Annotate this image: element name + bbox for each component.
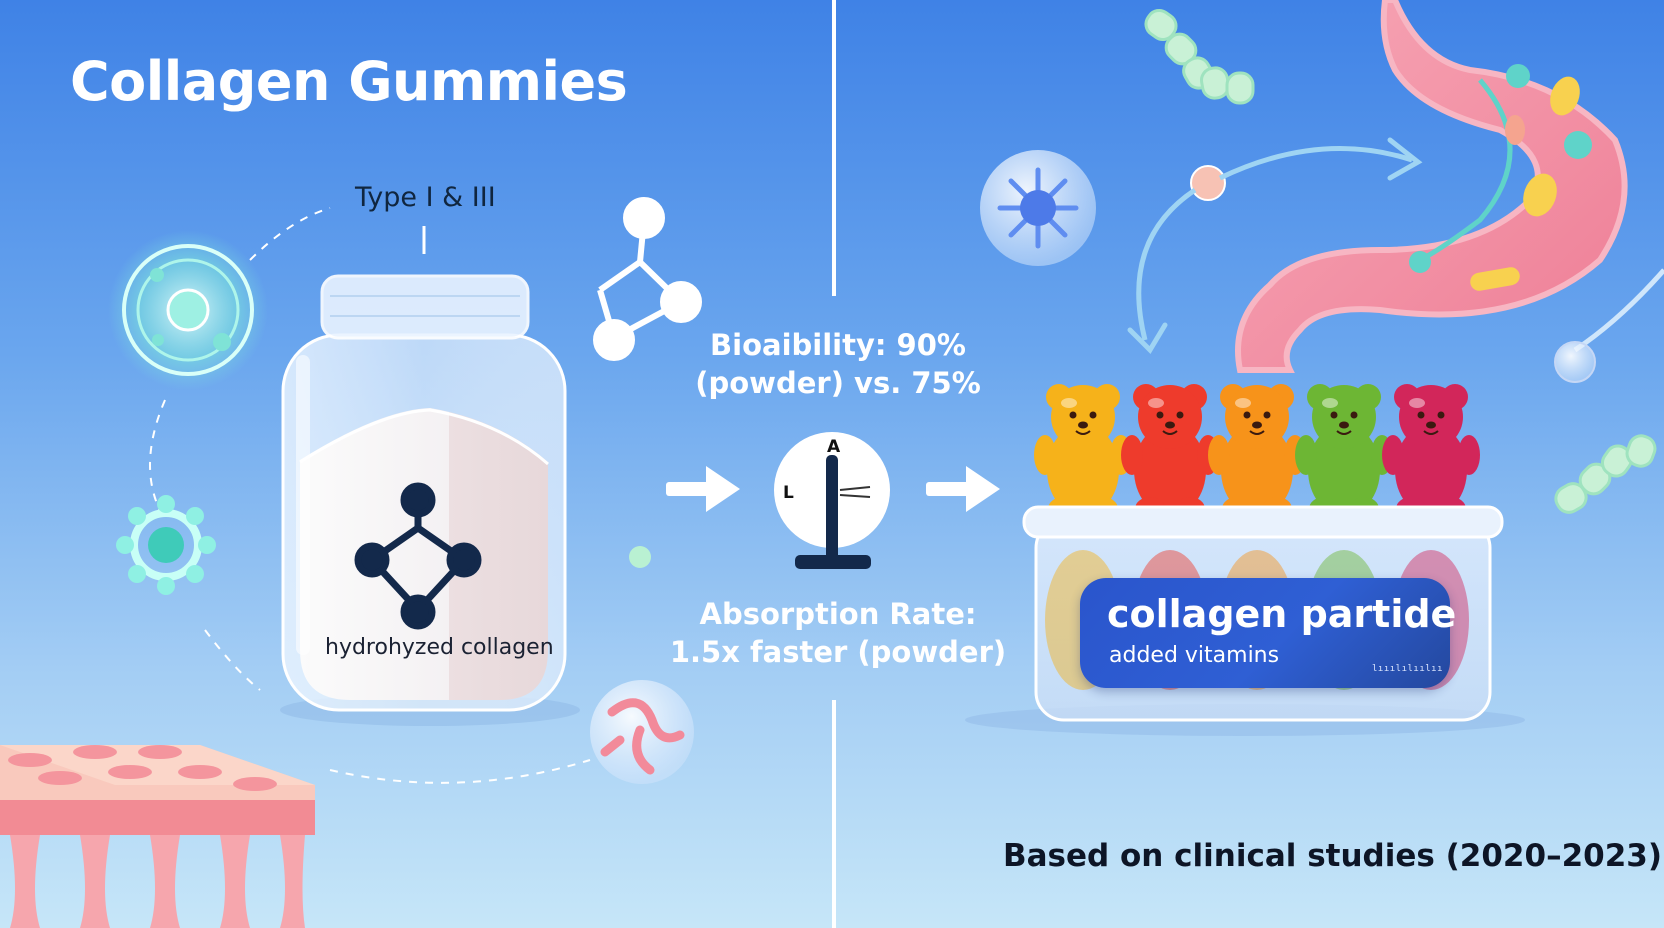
connector-line xyxy=(1573,268,1664,353)
bacteria-icon xyxy=(1144,8,1255,105)
absorption-line-1: Absorption Rate: xyxy=(699,597,977,631)
gummy-label-subtitle: added vitamins xyxy=(1109,643,1280,668)
gummy-bear-icon xyxy=(1034,384,1132,521)
dashed-connector xyxy=(329,759,591,784)
glowing-cell-icon xyxy=(108,230,268,390)
dot-icon xyxy=(629,546,651,568)
virus-bubble-icon xyxy=(980,150,1096,266)
curved-arrow xyxy=(1218,145,1413,181)
gauge-top-label: A xyxy=(827,437,841,457)
page-title: Collagen Gummies xyxy=(70,50,628,113)
balance-gauge-icon xyxy=(774,432,890,569)
dot-icon xyxy=(1554,341,1596,383)
bioavailability-stat: Bioaibility: 90% (powder) vs. 75% xyxy=(668,326,1008,402)
gummy-label-card xyxy=(1080,578,1450,688)
gummy-bear-icon xyxy=(1121,384,1219,521)
gummy-bear-icon xyxy=(1208,384,1306,521)
arrow-right-icon xyxy=(926,466,1000,512)
gummy-label-title: collagen partide xyxy=(1107,592,1457,636)
footnote: Based on clinical studies (2020–2023) xyxy=(1003,838,1663,874)
dot-icon xyxy=(1190,165,1226,201)
bioavailability-line-1: Bioaibility: 90% xyxy=(710,328,966,362)
absorption-stat: Absorption Rate: 1.5x faster (powder) xyxy=(668,595,1008,671)
dashed-connector xyxy=(249,207,331,261)
arrow-right-icon xyxy=(666,466,740,512)
protein-bubble-icon xyxy=(590,680,694,784)
arrow-head-icon xyxy=(1127,322,1168,355)
flower-cell-icon xyxy=(116,495,216,595)
gummy-bears xyxy=(1034,384,1480,521)
arrow-head-icon xyxy=(1387,137,1423,181)
gummy-bear-icon xyxy=(1295,384,1393,521)
collagen-type-label: Type I & III xyxy=(355,182,496,213)
stomach-icon xyxy=(1235,0,1628,373)
container-rim xyxy=(1022,505,1504,539)
skin-layer-icon xyxy=(0,745,315,928)
gummy-bear-icon xyxy=(1382,384,1480,521)
gauge-left-label: L xyxy=(783,483,794,503)
molecule-outline-icon xyxy=(593,197,702,361)
bioavailability-line-2: (powder) vs. 75% xyxy=(695,366,981,400)
dashed-connector xyxy=(204,629,261,691)
curved-arrow xyxy=(1136,187,1197,341)
collagen-powder-jar xyxy=(280,274,580,726)
absorption-line-2: 1.5x faster (powder) xyxy=(669,635,1007,669)
bacteria-icon xyxy=(1554,434,1657,514)
jar-label: hydrohyzed collagen xyxy=(325,635,554,660)
gummy-label-barcode: lııılılıılıı xyxy=(1372,664,1444,674)
molecule-icon xyxy=(354,482,482,630)
